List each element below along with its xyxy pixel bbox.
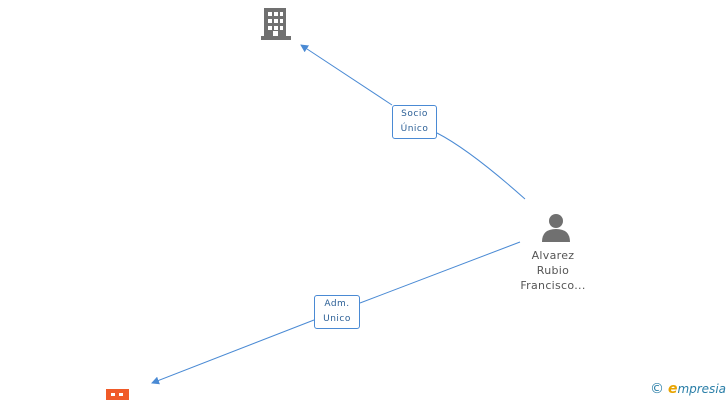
edge-label-line: Adm.	[324, 299, 350, 309]
person-name[interactable]: Alvarez Rubio Francisco...	[498, 248, 608, 293]
edge-adm-unico	[152, 241, 521, 383]
building-icon[interactable]	[261, 8, 291, 40]
person-name-line: Francisco...	[520, 279, 586, 292]
edge-label-adm-unico[interactable]: Adm. Unico	[314, 295, 360, 329]
edge-label-socio-unico[interactable]: Socio Único	[392, 105, 437, 139]
edge-label-line: Socio	[401, 109, 428, 119]
empresia-logo: © empresia	[650, 381, 726, 397]
edge-label-line: Unico	[323, 314, 351, 324]
edge-label-line: Único	[400, 124, 429, 134]
person-name-line: Rubio	[536, 264, 570, 277]
brand-e-letter: e	[667, 381, 678, 397]
copyright-icon: ©	[649, 381, 664, 397]
building-icon[interactable]	[106, 389, 129, 400]
brand-name: mpresia	[677, 382, 726, 396]
person-icon[interactable]	[542, 214, 570, 242]
edge-socio-unico	[301, 45, 526, 200]
person-name-line: Alvarez	[531, 249, 575, 262]
